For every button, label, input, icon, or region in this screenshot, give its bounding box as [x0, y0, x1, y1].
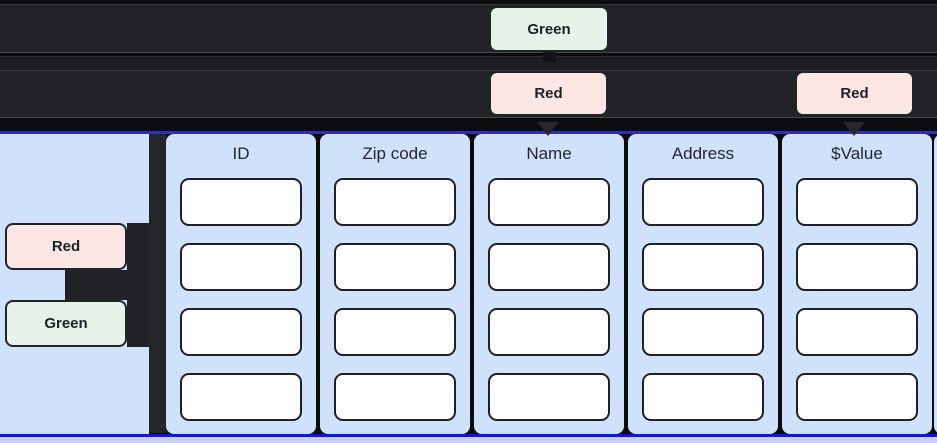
drop-slot[interactable] — [642, 308, 764, 356]
drop-slot[interactable] — [334, 178, 456, 226]
tray-notch — [65, 270, 149, 300]
drop-slot[interactable] — [488, 243, 610, 291]
socket-row-top — [0, 4, 937, 53]
connector-tab-green — [543, 52, 556, 62]
chip-green-top[interactable]: Green — [489, 6, 609, 52]
chip-green-tray[interactable]: Green — [5, 300, 127, 347]
drop-slot[interactable] — [180, 308, 302, 356]
drop-slot[interactable] — [180, 178, 302, 226]
drop-slot[interactable] — [796, 178, 918, 226]
column-header: ID — [232, 144, 250, 163]
tray-gap-strip — [149, 134, 166, 433]
drop-slot[interactable] — [796, 243, 918, 291]
column-header: $Value — [831, 144, 883, 163]
chip-red-tray[interactable]: Red — [5, 223, 127, 270]
column-name: Name — [474, 134, 624, 434]
pointer-tail-value-column — [843, 122, 865, 136]
column-header: Name — [526, 144, 572, 163]
column-cutoff-sliver — [934, 134, 937, 434]
drop-slot[interactable] — [334, 243, 456, 291]
column-header: Address — [671, 144, 735, 163]
drop-slot[interactable] — [796, 373, 918, 421]
drop-slot[interactable] — [180, 243, 302, 291]
drop-slot[interactable] — [642, 243, 764, 291]
column-id: ID — [166, 134, 316, 434]
column-address: Address — [628, 134, 778, 434]
column-header: Zip code — [362, 144, 428, 163]
drop-slot[interactable] — [796, 308, 918, 356]
drop-slot[interactable] — [334, 373, 456, 421]
socket-row-bottom — [0, 71, 937, 118]
drop-slot[interactable] — [334, 308, 456, 356]
socket-row-middle — [0, 56, 937, 71]
drop-slot[interactable] — [488, 308, 610, 356]
drop-slot[interactable] — [642, 373, 764, 421]
bottom-accent-line — [0, 434, 937, 437]
drop-slot[interactable] — [488, 373, 610, 421]
drop-slot[interactable] — [180, 373, 302, 421]
top-accent-line — [0, 131, 937, 134]
column-value: $Value — [782, 134, 932, 434]
chip-red-over-value[interactable]: Red — [795, 71, 914, 116]
bottom-strip — [0, 437, 937, 443]
pointer-tail-name-column — [537, 122, 559, 136]
drop-slot[interactable] — [642, 178, 764, 226]
drop-slot[interactable] — [488, 178, 610, 226]
column-zip-code: Zip code — [320, 134, 470, 434]
chip-red-over-name[interactable]: Red — [489, 71, 608, 116]
